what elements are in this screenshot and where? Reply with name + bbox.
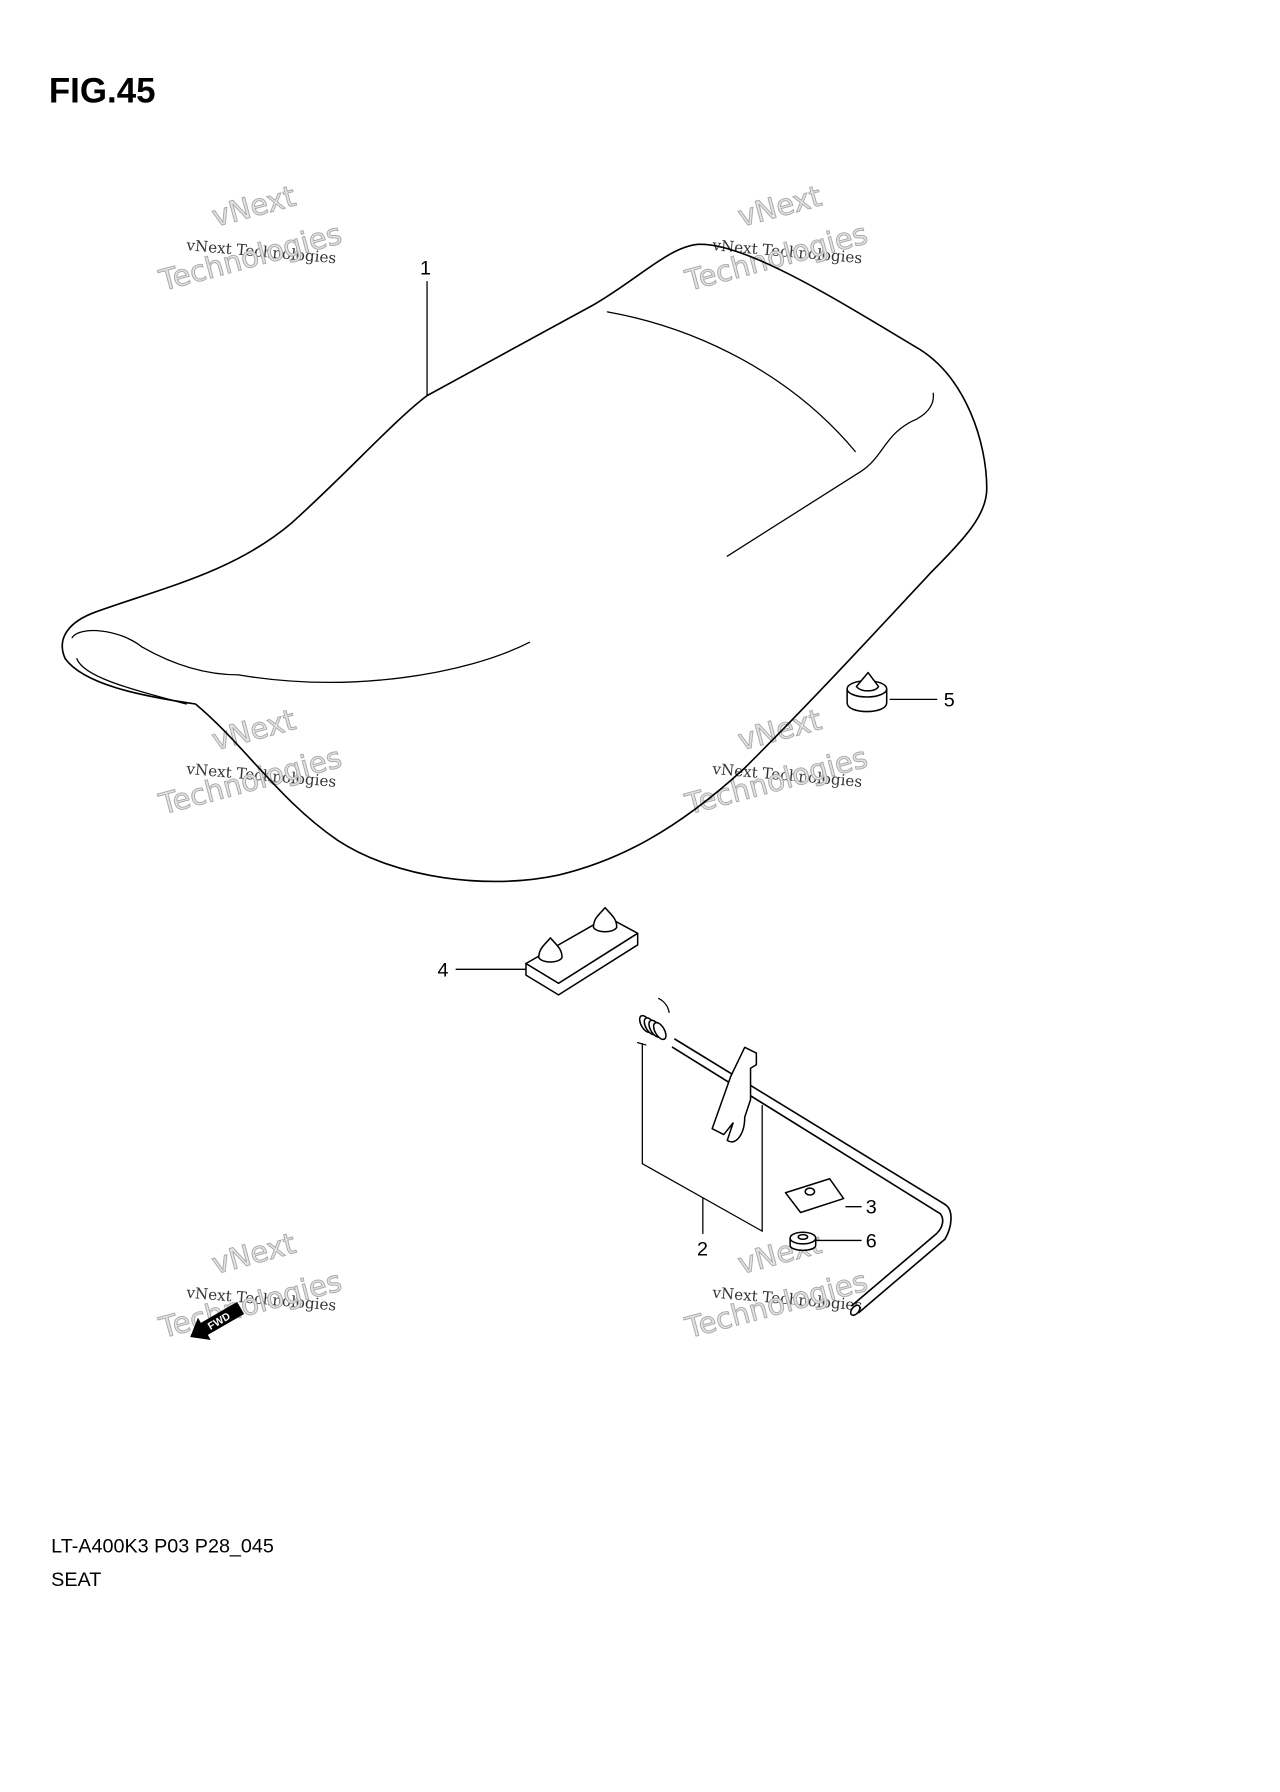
watermark: vNext vNext Technologies Technologies [680, 1226, 871, 1346]
latch-rod [671, 1038, 952, 1317]
seat-front-seam [237, 641, 531, 683]
seat-rear-side-seam [726, 392, 935, 557]
watermark: vNext vNext Technologies Technologies [154, 702, 345, 822]
svg-text:vNext: vNext [208, 702, 299, 757]
svg-text:vNext: vNext [734, 179, 825, 234]
svg-text:vNext: vNext [208, 1226, 299, 1281]
watermark: vNext vNext Technologies Technologies [154, 178, 345, 298]
callout-label-5: 5 [944, 689, 955, 711]
callout-label-1: 1 [420, 258, 431, 280]
callout-label-4: 4 [438, 959, 449, 981]
watermark: vNext vNext Technologies Technologies [680, 178, 871, 298]
part-4-plate: 4 [438, 906, 639, 996]
watermark: vNext vNext Technologies Technologies [154, 1226, 345, 1346]
seat-front-roll-fold [76, 657, 187, 705]
part-3-plate: 3 [784, 1178, 877, 1219]
latch-lever [711, 1046, 758, 1143]
watermark: vNext vNext Technologies Technologies [680, 702, 871, 822]
callout-label-3: 3 [866, 1197, 877, 1219]
part-6-nut: 6 [789, 1230, 877, 1252]
part-5-cushion: 5 [846, 671, 955, 713]
seat-front-roll-top [71, 629, 143, 648]
figure-title: FIG.45 [49, 71, 156, 110]
seat-assembly: 1 [61, 243, 988, 883]
model-code: LT-A400K3 P03 P28_045 [51, 1535, 274, 1557]
callout-label-2: 2 [697, 1239, 708, 1261]
part-2-seat-lock: 2 [637, 997, 952, 1317]
spring [637, 997, 670, 1046]
section-name: SEAT [51, 1569, 101, 1591]
svg-text:vNext: vNext [734, 702, 825, 757]
seat-rear-seam [606, 311, 856, 453]
callout-bracket-2 [641, 1043, 763, 1235]
seat-front-roll-edge [141, 646, 240, 676]
seat-outline [61, 243, 988, 883]
callout-label-6: 6 [866, 1230, 877, 1252]
svg-text:vNext: vNext [208, 179, 299, 234]
